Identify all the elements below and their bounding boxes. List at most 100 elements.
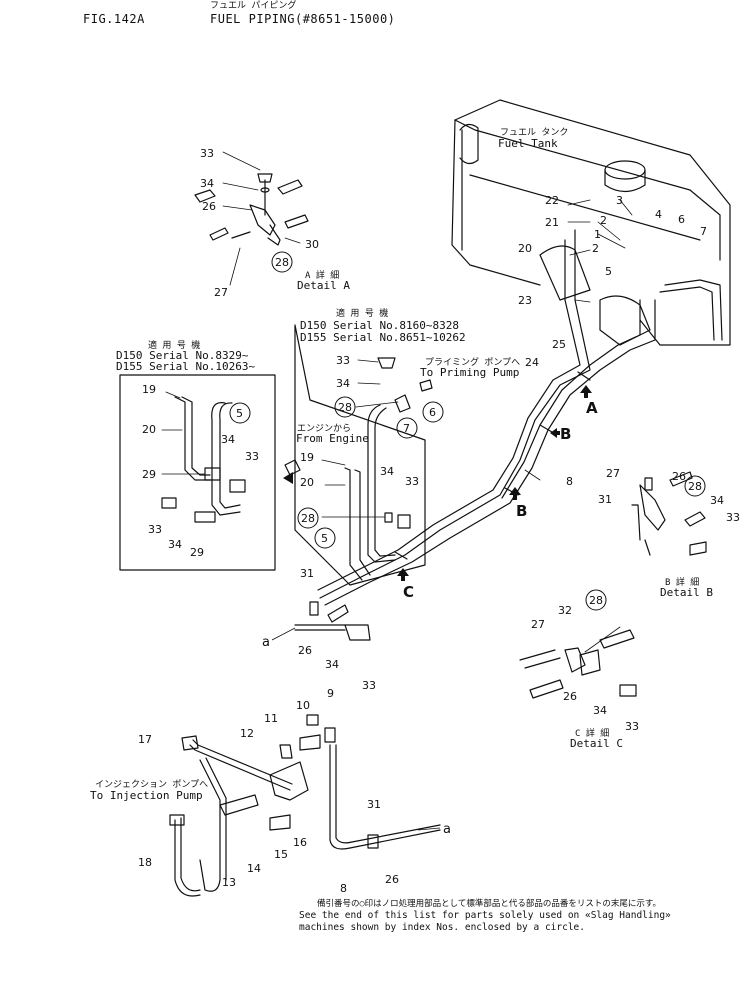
priming-pump-jp: プライミング ポンプへ	[425, 358, 521, 368]
center-serial-jp: 適 用 号 機	[336, 309, 389, 319]
callout-t-25: 25	[552, 338, 566, 351]
callout-m-34: 34	[325, 658, 339, 671]
callout-numbers: 33 34 26 30 28 27 3 22 21 4 6 7 2 1 2 20…	[138, 147, 740, 895]
left-serial-jp: 適 用 号 機	[148, 341, 201, 351]
callout-bt-11: 11	[264, 712, 278, 725]
callout-bt-10: 10	[296, 699, 310, 712]
callout-c-5: 5	[321, 532, 328, 545]
tank-label: Fuel Tank	[498, 137, 558, 150]
callout-c-6: 6	[429, 406, 436, 419]
callout-t-4: 4	[655, 208, 662, 221]
detail-a-drawing	[194, 173, 309, 246]
detail-c-jp: C 詳 細	[575, 729, 610, 739]
callout-t-21: 21	[545, 216, 559, 229]
callout-l-20: 20	[142, 423, 156, 436]
callout-c-33: 33	[336, 354, 350, 367]
view-mark-c: C	[403, 583, 414, 601]
connector-mark-a-bottom: a	[443, 822, 451, 837]
callout-a-33: 33	[200, 147, 214, 160]
callout-t-24: 24	[525, 356, 539, 369]
footnote-line2: machines shown by index Nos. enclosed by…	[299, 922, 585, 933]
center-serial-line1: D150 Serial No.8160~8328	[300, 319, 459, 332]
detail-a-label: Detail A	[297, 279, 350, 292]
callout-dc-27: 27	[531, 618, 545, 631]
callout-dc-34: 34	[593, 704, 607, 717]
callout-dc-33: 33	[625, 720, 639, 733]
callout-a-27: 27	[214, 286, 228, 299]
fuel-tank	[451, 99, 731, 346]
left-serial-line2: D155 Serial No.10263~	[116, 360, 256, 373]
callout-t-7: 7	[700, 225, 707, 238]
callout-m-26: 26	[298, 644, 312, 657]
callout-l-19: 19	[142, 383, 156, 396]
circled-callouts	[229, 251, 706, 611]
view-arrows	[283, 385, 592, 581]
callout-l-33: 33	[245, 450, 259, 463]
figure-title-jp: フュエル パイピング	[210, 1, 297, 11]
callout-b-27: 27	[606, 467, 620, 480]
callout-bt-16: 16	[293, 836, 307, 849]
callout-c-28b: 28	[301, 512, 315, 525]
callout-dc-26: 26	[563, 690, 577, 703]
priming-pump-label: To Priming Pump	[420, 366, 520, 379]
callout-b-26: 26	[672, 470, 686, 483]
view-markers: A B B C	[403, 399, 598, 601]
callout-t-1: 1	[594, 228, 601, 241]
callout-bt-17: 17	[138, 733, 152, 746]
callout-bt-13: 13	[222, 876, 236, 889]
callout-m-31: 31	[300, 567, 314, 580]
main-pipe-bundle	[317, 229, 723, 606]
connector-marks: a a	[262, 635, 451, 837]
left-serial-line1: D150 Serial No.8329~	[116, 349, 249, 362]
callout-c-28: 28	[338, 401, 352, 414]
callout-l-29b: 29	[190, 546, 204, 559]
callout-bt-12: 12	[240, 727, 254, 740]
callout-b-31: 31	[598, 493, 612, 506]
from-engine-label: From Engine	[296, 432, 369, 445]
callout-c-20: 20	[300, 476, 314, 489]
callout-l-34: 34	[221, 433, 235, 446]
callout-c-19: 19	[300, 451, 314, 464]
callout-b-34: 34	[710, 494, 724, 507]
detail-b-jp: B 詳 細	[665, 578, 700, 588]
connector-mark-a-top: a	[262, 635, 270, 650]
callout-bt-18: 18	[138, 856, 152, 869]
callout-bt-8: 8	[340, 882, 347, 895]
view-mark-b: B	[516, 502, 527, 520]
callout-l-5: 5	[236, 407, 243, 420]
callout-a-30: 30	[305, 238, 319, 251]
callout-t-5: 5	[605, 265, 612, 278]
callout-a-28: 28	[275, 256, 289, 269]
callout-dc-28: 28	[589, 594, 603, 607]
callout-bt-31: 31	[367, 798, 381, 811]
callout-bt-14: 14	[247, 862, 261, 875]
detail-c-drawing	[519, 629, 637, 699]
injection-pump-label: To Injection Pump	[90, 789, 203, 802]
center-serial-line2: D155 Serial No.8651~10262	[300, 331, 466, 344]
callout-t-3: 3	[616, 194, 623, 207]
view-mark-b-arrow: B	[560, 425, 571, 443]
footnote-jp: 備引番号の○印はノロ処理用部品として標準部品と代る部品の品番をリストの末尾に示す…	[317, 899, 662, 909]
callout-m-33: 33	[362, 679, 376, 692]
callout-l-33b: 33	[148, 523, 162, 536]
callout-t-20: 20	[518, 242, 532, 255]
callout-t-23: 23	[518, 294, 532, 307]
junction-a	[294, 601, 371, 641]
callout-bt-15: 15	[274, 848, 288, 861]
callout-b-28: 28	[688, 480, 702, 493]
callout-a-26: 26	[202, 200, 216, 213]
callout-t-2a: 2	[600, 214, 607, 227]
callout-l-34b: 34	[168, 538, 182, 551]
callout-c-33b: 33	[405, 475, 419, 488]
detail-c-label: Detail C	[570, 737, 623, 750]
callout-bt-26: 26	[385, 873, 399, 886]
injection-section	[169, 714, 441, 897]
leader-lines	[161, 151, 633, 653]
center-serial-box	[284, 324, 433, 586]
left-serial-box	[119, 374, 276, 571]
callout-a-34: 34	[200, 177, 214, 190]
callout-r-8: 8	[566, 475, 573, 488]
callout-c-7: 7	[403, 422, 410, 435]
callout-t-6: 6	[678, 213, 685, 226]
